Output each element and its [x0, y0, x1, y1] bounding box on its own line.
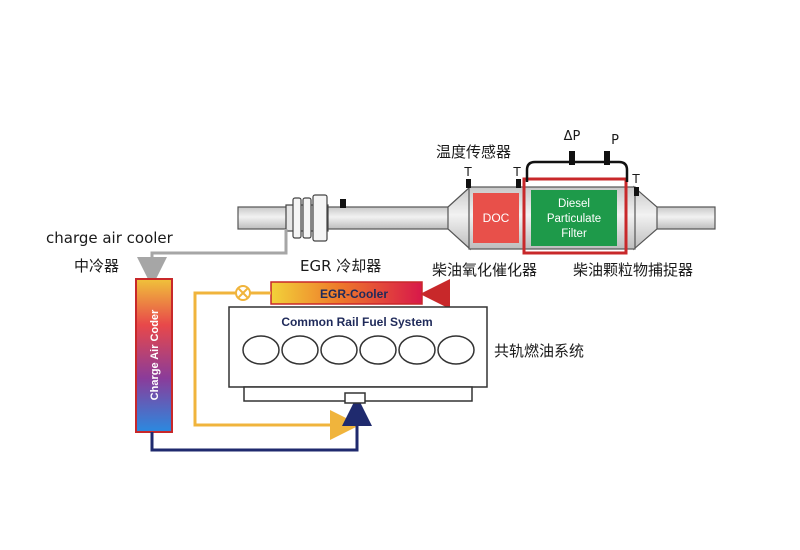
temp-sensor-2 [516, 179, 521, 188]
egr-return-arrow [420, 279, 450, 309]
temp-sensor-cn-label: 温度传感器 [436, 143, 511, 161]
common-rail-cn-label: 共轨燃油系统 [494, 342, 584, 360]
coolant-line-yellow [193, 291, 360, 440]
temp-sensor-1 [466, 179, 471, 188]
cylinder-2 [281, 335, 319, 365]
dpf-label-line2: Particulate [547, 213, 601, 225]
egr-valve [285, 194, 329, 242]
sensor-stub [340, 199, 346, 208]
temp-sensor-3 [634, 187, 639, 196]
common-rail-label: Common Rail Fuel System [281, 315, 432, 329]
dpf-cn-label: 柴油颗粒物捕捉器 [573, 261, 693, 279]
cylinder-6 [437, 335, 475, 365]
p-sensor [604, 151, 610, 165]
exhaust-pipe-outlet [654, 206, 716, 230]
temp-sensor-3-label: T [631, 172, 640, 186]
delta-p-label: ΔP [564, 129, 581, 144]
p-label: P [611, 133, 619, 148]
outlet-cone [633, 185, 658, 251]
temp-sensor-1-label: T [463, 165, 472, 179]
doc-block [473, 193, 519, 243]
dpf-label-line1: Diesel [558, 198, 590, 210]
delta-p-sensor [569, 151, 575, 165]
coolant-valve-icon [235, 285, 251, 301]
doc-cn-label: 柴油氧化催化器 [432, 261, 537, 279]
coolant-line-navy [150, 396, 372, 452]
pressure-sensor-line [525, 160, 629, 182]
temp-sensor-2-label: T [512, 165, 521, 179]
inlet-cone [447, 185, 471, 251]
egr-cooler-box-label: EGR-Cooler [320, 287, 388, 301]
engine-pump [344, 392, 366, 404]
cylinder-5 [398, 335, 436, 365]
dpf-block [531, 190, 617, 246]
cylinder-3 [320, 335, 358, 365]
cylinder-1 [242, 335, 280, 365]
engine-cylinders [242, 335, 475, 365]
dpf-highlight-frame [522, 177, 628, 255]
intake-air-arrow [137, 229, 288, 287]
egr-cooler-cn-label: EGR 冷却器 [300, 257, 381, 275]
charge-air-cooler-en-label: charge air cooler [46, 229, 174, 247]
charge-air-cooler-cn-label: 中冷器 [74, 257, 119, 275]
charge-air-cooler-box [135, 278, 173, 433]
charge-air-coder-label: Charge Air Coder [149, 309, 161, 400]
exhaust-pipe-inlet [237, 206, 451, 230]
cylinder-4 [359, 335, 397, 365]
doc-label: DOC [483, 211, 510, 225]
dpf-label-line3: Filter [561, 228, 587, 240]
